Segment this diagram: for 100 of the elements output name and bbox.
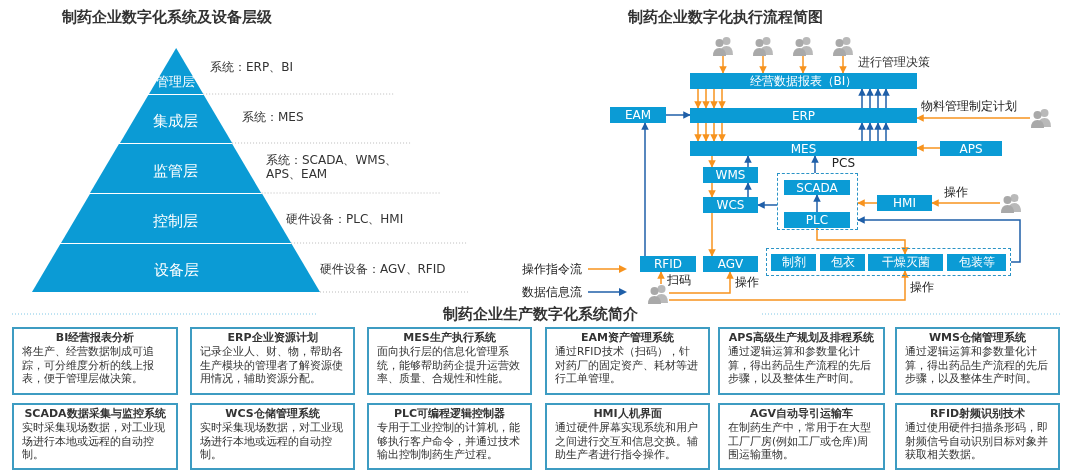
card-text: 通过RFID技术（扫码），针对药厂的固定资产、耗材等进行工单管理。 (555, 345, 699, 386)
info-card (718, 403, 885, 470)
info-card (367, 403, 532, 470)
system-box: SCADA (784, 180, 850, 195)
edge-label: 物料管理制定计划 (921, 100, 1017, 114)
arrow (916, 114, 1031, 122)
system-box: HMI (877, 195, 932, 211)
legend-label: 数据信息流 (522, 284, 582, 301)
info-card (190, 327, 355, 395)
system-box: WCS (703, 197, 758, 213)
dashed-group (766, 248, 1011, 276)
card-title: HMI人机界面 (592, 407, 663, 422)
card-title: ERP企业资源计划 (226, 331, 319, 346)
arrow (708, 182, 716, 198)
section-title: 制药企业数字化执行流程简图 (628, 8, 823, 27)
arrow (702, 88, 710, 109)
arrow (759, 55, 767, 74)
arrow (744, 182, 752, 198)
annotation-text: 进行管理决策 (858, 54, 930, 71)
arrow (708, 155, 716, 168)
arrow (816, 227, 909, 255)
card-title: RFID射频识别技术 (928, 407, 1027, 422)
arrow (668, 271, 734, 294)
arrow (858, 122, 866, 142)
arrow (882, 122, 890, 142)
card-title: SCADA数据采集与监控系统 (23, 407, 167, 421)
card-title: EAM资产管理系统 (580, 331, 675, 346)
system-box: RFID (640, 256, 696, 272)
info-card (367, 327, 532, 395)
group-label: PCS (831, 156, 855, 170)
arrow (866, 88, 874, 109)
arrow (744, 155, 752, 168)
user-group-icon (752, 36, 774, 56)
info-card (12, 403, 178, 470)
layer-description: 系统：SCADA、WMS、APS、EAM (266, 153, 399, 182)
card-title: MES生产执行系统 (402, 331, 497, 346)
info-card (545, 403, 710, 470)
card-title: PLC可编程逻辑控制器 (392, 407, 507, 422)
system-box: EAM (610, 107, 666, 123)
system-box: APS (940, 141, 1002, 156)
edge-label: 操作 (910, 281, 934, 295)
arrow (641, 122, 649, 257)
card-text: 面向执行层的信息化管理系统，能够帮助药企提升运营效率、质量、合规性和性能。 (377, 345, 521, 386)
arrow (811, 155, 819, 174)
pyramid-layer (90, 144, 262, 193)
arrow (866, 122, 874, 142)
layer-label: 设备层 (152, 261, 200, 280)
system-box: ERP (690, 108, 917, 123)
arrow (799, 55, 807, 74)
legend-label: 操作指令流 (522, 261, 582, 278)
system-box: PLC (784, 212, 850, 228)
arrow (757, 201, 778, 209)
arrow (931, 199, 1001, 207)
card-text: 专用于工业控制的计算机，能够执行客户命令，并通过技术输出控制制药生产过程。 (377, 421, 521, 462)
card-text: 在制药生产中，常用于在大型工厂厂房(例如工厂或仓库)周围运输重物。 (728, 421, 872, 462)
card-text: 记录企业人、财、物，帮助各生产模块的管理者了解资源使用情况，辅助资源分配。 (200, 345, 344, 386)
system-box: 包装等 (947, 254, 1006, 271)
card-text: 通过硬件屏幕实现系统和用户之间进行交互和信息交换。辅助生产者进行指令操作。 (555, 421, 699, 462)
layer-label: 监管层 (152, 162, 200, 181)
arrow (702, 122, 710, 142)
arrow (874, 88, 882, 109)
system-box: 包衣 (820, 254, 865, 271)
system-box: WMS (703, 167, 758, 183)
arrow (874, 122, 882, 142)
user-group-icon (832, 36, 854, 56)
arrow (710, 88, 718, 109)
card-title: AGV自动导引运输车 (748, 407, 855, 422)
arrow (839, 55, 847, 74)
card-text: 实时采集现场数据，对工业现场进行本地或远程的自动控制。 (200, 421, 344, 462)
user-group-icon (1030, 108, 1052, 128)
user-group-icon (1000, 193, 1022, 213)
card-text: 通过逻辑运算和参数量化计算，得出药品生产流程的先后步骤，以及整体生产时间。 (728, 345, 872, 386)
arrow (813, 194, 821, 213)
system-box: 经营数据报表（BI） (690, 73, 917, 89)
arrow (718, 122, 726, 142)
arrow (657, 271, 665, 285)
layer-description: 系统：MES (242, 110, 304, 125)
user-group-icon (792, 36, 814, 56)
card-title: WCS仓储管理系统 (224, 407, 321, 421)
arrow (882, 88, 890, 109)
system-box: MES (690, 141, 917, 156)
section-title: 制药企业生产数字化系统简介 (442, 305, 638, 324)
info-card (190, 403, 355, 470)
arrow (665, 111, 691, 119)
card-text: 通过逻辑运算和参数量化计算，得出药品生产流程的先后步骤，以及整体生产时间。 (905, 345, 1049, 386)
card-title: WMS仓储管理系统 (928, 331, 1027, 346)
arrow (718, 88, 726, 109)
arrow (916, 144, 941, 152)
arrow (710, 122, 718, 142)
arrow (858, 88, 866, 109)
arrow (694, 122, 702, 142)
edge-label: 操作 (944, 186, 968, 200)
edge-label: 操作 (735, 276, 759, 290)
card-text: 通过使用硬件扫描条形码，即射频信号自动识别目标对象并获取相关数据。 (905, 421, 1049, 462)
info-card (12, 327, 178, 395)
card-text: 将生产、经营数据制成可追踪，可分维度分析的线上报表，便于管理层做决策。 (22, 345, 155, 386)
arrow (857, 216, 1021, 263)
info-card (545, 327, 710, 395)
edge-label: 扫码 (667, 274, 691, 288)
pyramid-layer (32, 244, 320, 292)
